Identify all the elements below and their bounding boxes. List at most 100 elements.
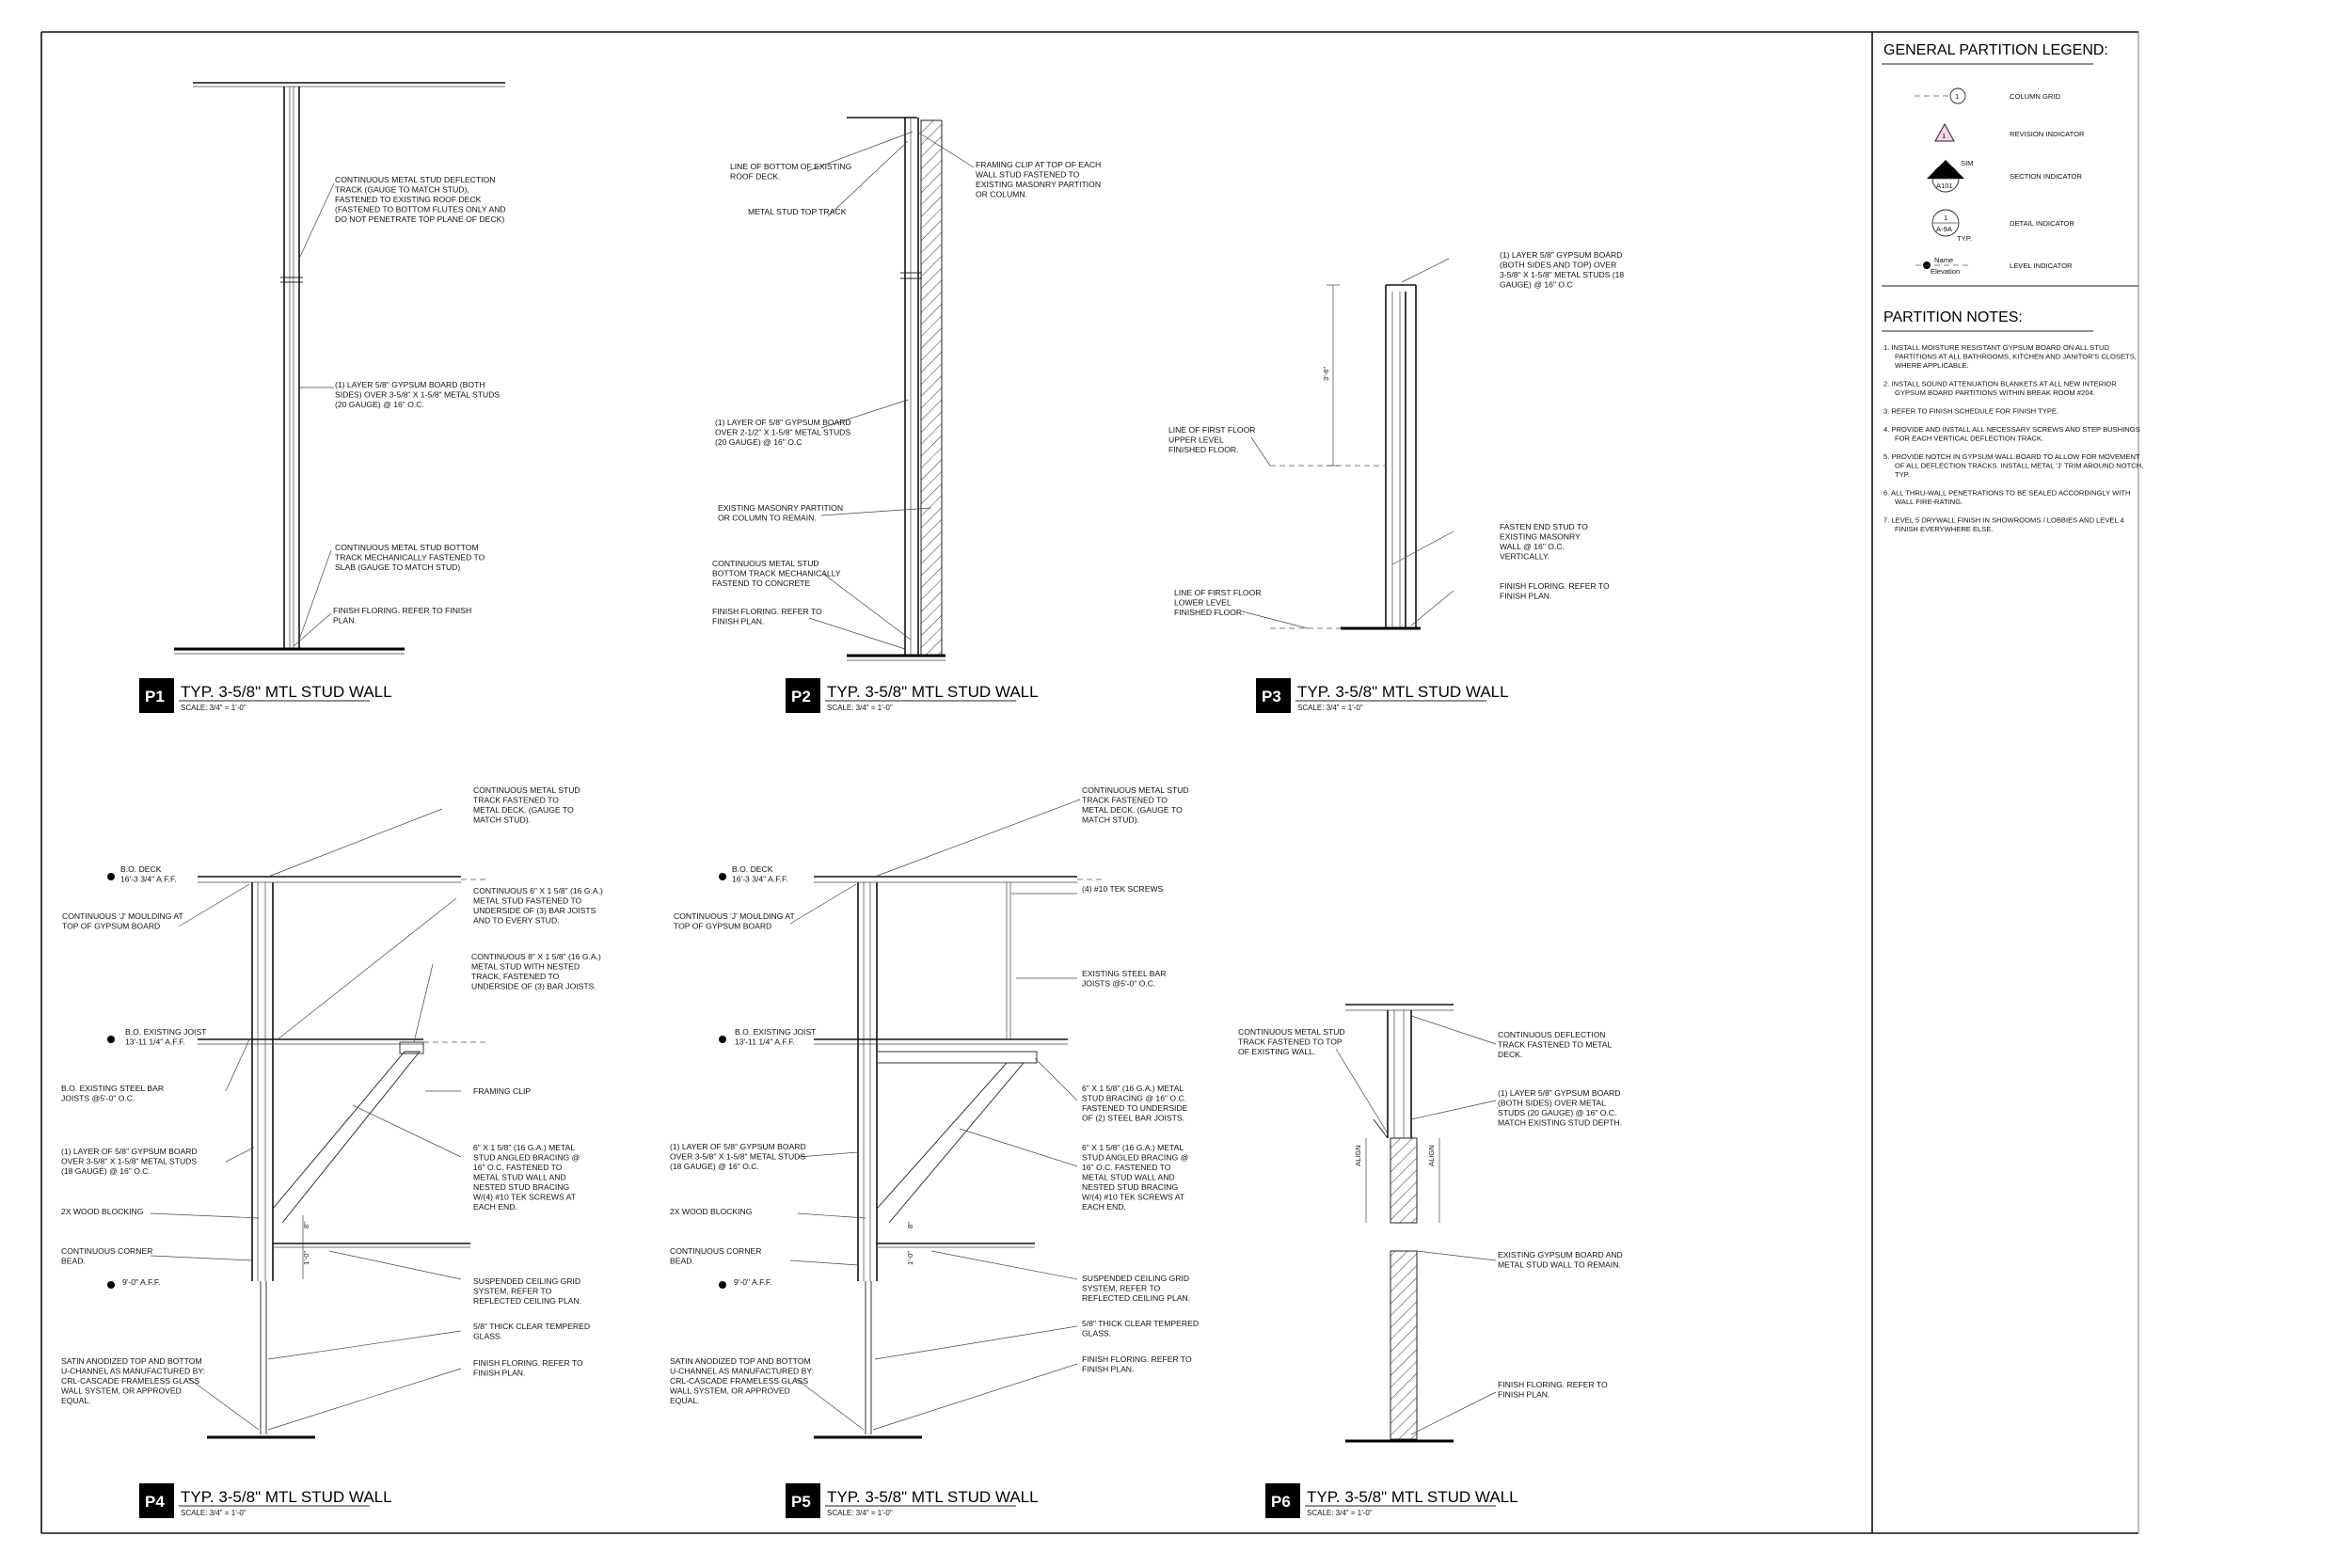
- callout-line: LOWER LEVEL: [1174, 598, 1232, 608]
- callout-line: MATCH EXISTING STUD DEPTH.: [1498, 1118, 1622, 1128]
- callout-line: U-CHANNEL AS MANUFACTURED BY:: [61, 1367, 205, 1376]
- partition-note-line: 4. PROVIDE AND INSTALL ALL NECESSARY SCR…: [1883, 425, 2140, 434]
- callout-line: NESTED STUD BRACING: [1082, 1182, 1178, 1192]
- callout-line: FASTENED TO EXISTING ROOF DECK: [335, 195, 482, 204]
- svg-text:1: 1: [1944, 214, 1947, 222]
- callout-line: TOP OF GYPSUM BOARD: [62, 922, 160, 931]
- callout-line: CONTINUOUS CORNER: [61, 1246, 152, 1256]
- callout-line: FINISH FLORING. REFER TO: [1082, 1354, 1192, 1364]
- callout-line: FINISH PLAN.: [1082, 1365, 1134, 1374]
- detail-indicator-icon: 1 A-9A TYP.: [1931, 209, 1972, 243]
- callout-line: (20 GAUGE) @ 16" O.C: [715, 437, 802, 447]
- svg-text:1: 1: [1942, 132, 1946, 140]
- detail-title: TYP. 3-5/8" MTL STUD WALL: [1307, 1488, 1518, 1506]
- partition-note-line: 3. REFER TO FINISH SCHEDULE FOR FINISH T…: [1883, 407, 2058, 416]
- callout-line: BEAD.: [670, 1257, 694, 1266]
- callout-line: FINISH PLAN.: [1500, 592, 1551, 601]
- callout-line: B.O. EXISTING JOIST: [735, 1027, 817, 1037]
- detail-scale: SCALE: 3/4" = 1'-0": [181, 704, 246, 712]
- detail-tag: P6: [1271, 1493, 1291, 1511]
- callout-line: CRL-CASCADE FRAMELESS GLASS: [61, 1376, 199, 1386]
- callout-line: STUD ANGLED BRACING @: [1082, 1153, 1188, 1163]
- callout-line: ROOF DECK.: [730, 172, 780, 182]
- callout-line: CONTINUOUS DEFLECTION: [1498, 1030, 1606, 1039]
- partition-note-line: FINISH EVERYWHERE ELSE.: [1895, 525, 1994, 533]
- detail-title: TYP. 3-5/8" MTL STUD WALL: [181, 683, 392, 701]
- detail-p1: [174, 82, 505, 655]
- callout-line: CONTINUOUS CORNER: [670, 1246, 761, 1256]
- callout-line: CONTINUOUS 'J' MOULDING AT: [674, 911, 795, 921]
- general-partition-legend: GENERAL PARTITION LEGEND: 1 COLUMN GRID …: [1882, 42, 2143, 533]
- partition-note-line: WHERE APPLICABLE.: [1895, 361, 1969, 370]
- p6-leaders: [1335, 1015, 1497, 1435]
- level-marker-icon: [719, 1036, 726, 1043]
- callout-line: CRL-CASCADE FRAMELESS GLASS: [670, 1376, 808, 1386]
- callout-line: EACH END.: [1082, 1202, 1126, 1212]
- callout-line: METAL STUD WITH NESTED: [471, 962, 580, 972]
- detail-scale: SCALE: 3/4" = 1'-0": [827, 704, 893, 712]
- callout-line: FINISH FLORING. REFER TO: [712, 607, 822, 616]
- detail-tag: P1: [145, 688, 165, 705]
- callout-line: REFLECTED CEILING PLAN.: [1082, 1293, 1190, 1303]
- callout-line: OVER 3-5/8" X 1-5/8" METAL STUDS: [670, 1152, 805, 1162]
- callout-line: TRACK FASTENED TO: [473, 796, 559, 805]
- notes-title: PARTITION NOTES:: [1883, 309, 2023, 325]
- dimension-label-dim-12: 1'-0": [906, 1251, 914, 1265]
- callout-line: METAL DECK. (GAUGE TO: [473, 805, 574, 815]
- p3-leaders: [1241, 258, 1454, 629]
- detail-tag: P5: [791, 1493, 811, 1511]
- callout-line: (BOTH SIDES AND TOP) OVER: [1500, 261, 1616, 270]
- partition-note-line: 5. PROVIDE NOTCH IN GYPSUM WALL BOARD TO…: [1883, 452, 2140, 461]
- detail-tag-box: [1265, 1483, 1300, 1518]
- callout-line: METAL STUD TOP TRACK: [748, 207, 847, 216]
- detail-title: TYP. 3-5/8" MTL STUD WALL: [827, 683, 1039, 701]
- callout-line: OF (2) STEEL BAR JOISTS.: [1082, 1114, 1184, 1123]
- legend-title: GENERAL PARTITION LEGEND:: [1883, 42, 2108, 58]
- callout-line: U-CHANNEL AS MANUFACTURED BY:: [670, 1367, 814, 1376]
- level-marker-icon: [107, 1281, 115, 1289]
- callout-line: TRACK FASTENED TO: [1082, 796, 1168, 805]
- detail-tag-box: [139, 678, 174, 713]
- callout-line: OR COLUMN TO REMAIN.: [718, 514, 817, 523]
- callout-line: 13'-11 1/4" A.F.F.: [735, 1037, 795, 1047]
- detail-scale: SCALE: 3/4" = 1'-0": [1297, 704, 1363, 712]
- callout-line: EXISTING STEEL BAR: [1082, 969, 1166, 978]
- detail-tag-box: [139, 1483, 174, 1518]
- callout-line: FINISH FLORING. REFER TO: [473, 1358, 583, 1368]
- svg-text:Name: Name: [1934, 256, 1953, 264]
- callout-line: B.O. DECK: [120, 864, 162, 874]
- callout-line: EXISTING MASONRY PARTITION: [976, 180, 1101, 189]
- callout-line: SYSTEM, REFER TO: [1082, 1284, 1161, 1293]
- partition-notes-list: 1. INSTALL MOISTURE RESISTANT GYPSUM BOA…: [1883, 343, 2143, 533]
- callout-line: 3-5/8" X 1-5/8" METAL STUDS (18: [1500, 270, 1624, 279]
- callout-line: EXISTING MASONRY: [1500, 532, 1581, 542]
- partition-note-line: GYPSUM BOARD PARTITIONS WITHIN BREAK ROO…: [1895, 388, 2095, 397]
- callout-line: 9'-0" A.F.F.: [734, 1277, 772, 1287]
- svg-text:SIM: SIM: [1961, 159, 1974, 167]
- callout-line: SUSPENDED CEILING GRID: [473, 1276, 580, 1286]
- callout-line: W/(4) #10 TEK SCREWS AT: [1082, 1193, 1185, 1202]
- callout-line: GLASS.: [473, 1332, 502, 1341]
- callout-line: 16" O.C. FASTENED TO: [1082, 1163, 1171, 1172]
- p2-leaders: [806, 131, 975, 650]
- callout-line: (4) #10 TEK SCREWS: [1082, 884, 1164, 894]
- callout-line: REFLECTED CEILING PLAN.: [473, 1296, 581, 1306]
- callout-line: LINE OF BOTTOM OF EXISTING: [730, 162, 852, 171]
- callout-line: SUSPENDED CEILING GRID: [1082, 1274, 1189, 1283]
